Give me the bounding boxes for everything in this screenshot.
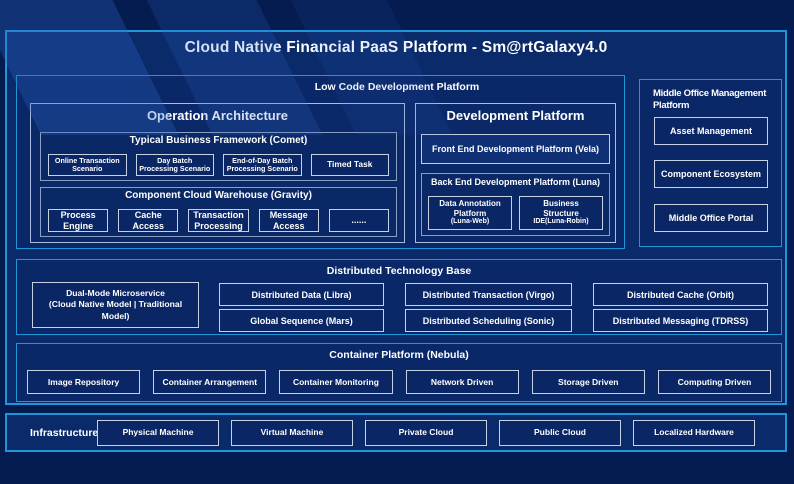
leaf-virtual-machine: Virtual Machine [231,419,353,446]
main-panel: Cloud Native Financial PaaS Platform - S… [5,30,787,405]
back-end-development-platform-title: Back End Development Platform (Luna) [430,177,601,187]
leaf-distributed-scheduling: Distributed Scheduling (Sonic) [405,309,572,332]
back-end-development-platform-box: Back End Development Platform (Luna) Dat… [421,173,610,236]
leaf-end-of-day-batch-processing-scenario: End-of-Day Batch Processing Scenario [223,154,302,176]
infrastructure-label: Infrastructure [30,426,99,439]
leaf-distributed-transaction: Distributed Transaction (Virgo) [405,283,572,306]
dual-mode-line1: Dual-Mode Microservice [66,288,165,299]
leaf-dual-mode-microservice: Dual-Mode Microservice (Cloud Native Mod… [32,282,199,328]
leaf-process-engine: Process Engine [48,209,109,232]
distributed-technology-base-section: Distributed Technology Base Dual-Mode Mi… [16,259,782,335]
leaf-computing-driven: Computing Driven [657,370,772,394]
middle-office-section-label: Middle Office Management Platform [653,88,767,112]
leaf-cache-access: Cache Access [118,209,179,232]
leaf-public-cloud: Public Cloud [499,419,621,446]
component-cloud-warehouse-box: Component Cloud Warehouse (Gravity) Proc… [40,187,397,237]
container-platform-items: Image Repository Container Arrangement C… [27,370,772,394]
leaf-message-access: Message Access [258,209,319,232]
leaf-global-sequence: Global Sequence (Mars) [219,309,384,332]
infrastructure-items: Physical Machine Virtual Machine Private… [97,419,755,446]
operation-architecture-box: Operation Architecture Typical Business … [30,103,405,243]
typical-business-framework-box: Typical Business Framework (Comet) Onlin… [40,132,397,181]
leaf-physical-machine: Physical Machine [97,419,219,446]
leaf-online-transaction-scenario: Online Transaction Scenario [48,154,127,176]
dual-mode-line2: (Cloud Native Model | Traditional Model) [48,299,183,321]
leaf-image-repository: Image Repository [27,370,141,394]
middle-office-management-platform-section: Middle Office Management Platform Asset … [639,79,782,247]
leaf-transaction-processing: Transaction Processing [188,209,249,232]
leaf-network-driven: Network Driven [405,370,519,394]
container-platform-label: Container Platform (Nebula) [329,349,469,361]
leaf-container-monitoring: Container Monitoring [279,370,393,394]
leaf-component-ecosystem: Component Ecosystem [654,160,768,188]
development-platform-title: Development Platform [446,108,585,123]
leaf-distributed-cache: Distributed Cache (Orbit) [593,283,768,306]
component-cloud-warehouse-title: Component Cloud Warehouse (Gravity) [125,190,312,201]
leaf-business-structure-ide: Business Structure IDE(Luna-Robin) [519,196,603,230]
typical-business-framework-items: Online Transaction Scenario Day Batch Pr… [48,154,389,176]
component-cloud-warehouse-items: Process Engine Cache Access Transaction … [48,209,390,232]
low-code-section-label: Low Code Development Platform [314,81,480,93]
leaf-data-annotation-platform: Data Annotation Platform (Luna-Web) [428,196,512,230]
leaf-distributed-messaging: Distributed Messaging (TDRSS) [593,309,768,332]
data-annotation-platform-name: Data Annotation Platform [439,199,501,218]
business-structure-name: Business Structure [543,199,579,218]
leaf-distributed-data: Distributed Data (Libra) [219,283,384,306]
leaf-middle-office-portal: Middle Office Portal [654,204,768,232]
typical-business-framework-title: Typical Business Framework (Comet) [129,135,308,146]
leaf-asset-management: Asset Management [654,117,768,145]
page-title: Cloud Native Financial PaaS Platform - S… [184,39,608,56]
back-end-items: Data Annotation Platform (Luna-Web) Busi… [428,196,603,230]
leaf-day-batch-processing-scenario: Day Batch Processing Scenario [135,154,214,176]
distributed-section-label: Distributed Technology Base [326,265,472,277]
leaf-ellipsis: ...... [328,209,390,232]
infrastructure-section: Infrastructure Physical Machine Virtual … [5,413,787,452]
container-platform-section: Container Platform (Nebula) Image Reposi… [16,343,782,402]
leaf-timed-task: Timed Task [310,154,389,176]
business-structure-code: IDE(Luna-Robin) [533,218,589,226]
front-end-development-platform-box: Front End Development Platform (Vela) [421,134,610,164]
leaf-container-arrangement: Container Arrangement [153,370,267,394]
development-platform-box: Development Platform Front End Developme… [415,103,616,243]
low-code-development-platform-section: Low Code Development Platform Operation … [16,75,625,249]
leaf-storage-driven: Storage Driven [531,370,645,394]
leaf-localized-hardware: Localized Hardware [633,419,755,446]
operation-architecture-title: Operation Architecture [146,108,289,123]
data-annotation-platform-code: (Luna-Web) [450,218,490,226]
leaf-private-cloud: Private Cloud [365,419,487,446]
